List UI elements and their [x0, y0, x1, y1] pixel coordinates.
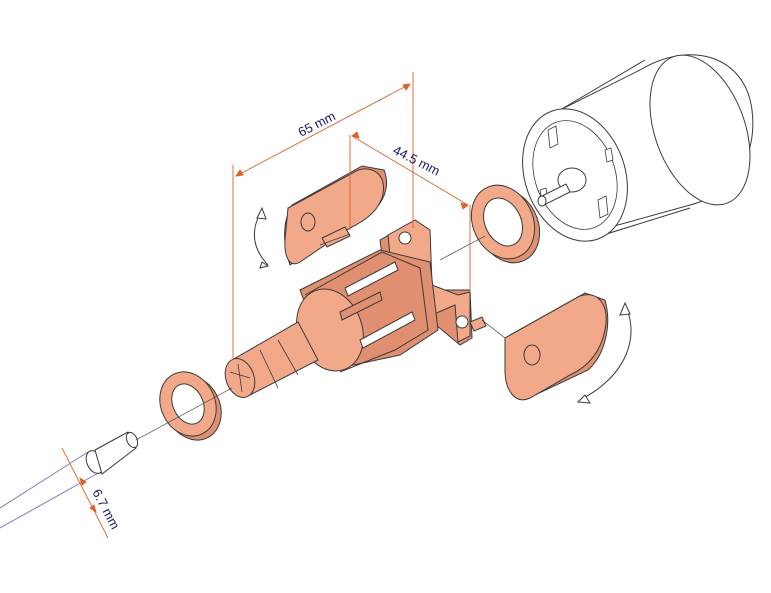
dimension-cable-diameter	[61, 447, 109, 539]
cable	[0, 431, 139, 529]
axis-lines	[135, 233, 506, 441]
spacer-ring-motor-side	[470, 184, 541, 264]
shaft-spacing-label: 44.5 mm	[391, 142, 443, 178]
mounting-plate-left	[284, 165, 388, 266]
gear-housing	[224, 219, 487, 398]
dimension-shaft-spacing	[349, 131, 471, 292]
mounting-plate-right	[504, 292, 609, 401]
rotation-arrow-left	[253, 206, 270, 269]
overall-length-label: 65 mm	[296, 108, 338, 139]
rotation-arrow-right	[576, 301, 632, 404]
dimension-overall-length	[232, 72, 414, 360]
spacer-ring-cable-side	[159, 371, 222, 441]
dc-motor	[522, 54, 754, 242]
